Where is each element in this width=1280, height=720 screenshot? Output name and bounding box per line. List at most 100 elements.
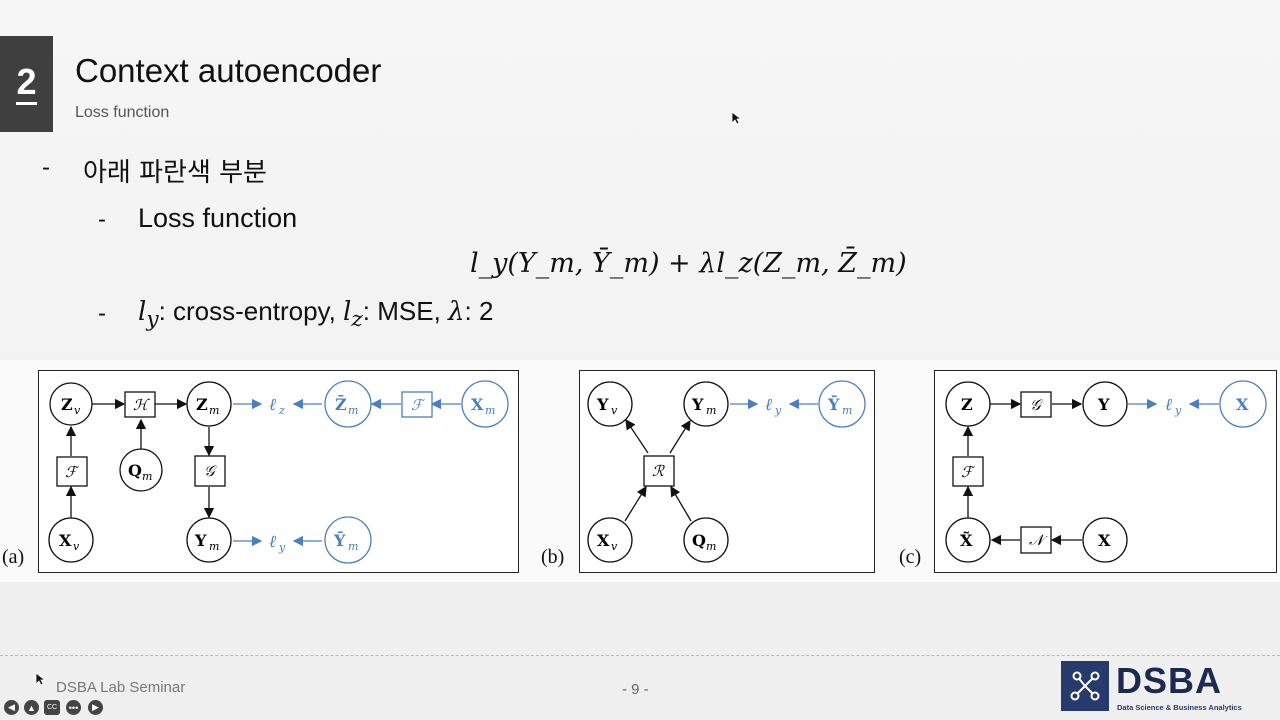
svg-text:X̃: X̃ <box>960 531 973 550</box>
node-n: 𝒩 <box>1020 526 1052 554</box>
svg-text:y: y <box>1174 404 1182 417</box>
node-r: ℛ <box>643 455 675 487</box>
svg-text:Y: Y <box>194 531 207 550</box>
svg-text:y: y <box>774 404 782 417</box>
slide-subtitle: Loss function <box>75 104 170 121</box>
svg-text:X: X <box>59 531 72 550</box>
ly-subscript: y <box>146 307 159 333</box>
pointer-icon[interactable]: ▲ <box>24 700 39 715</box>
svg-text:Y: Y <box>596 395 609 414</box>
bullet-korean: 아래 파란색 부분 <box>83 158 267 188</box>
svg-text:m: m <box>706 404 716 417</box>
node-f: ℱ <box>952 456 984 487</box>
svg-text:m: m <box>142 470 152 483</box>
svg-text:Q: Q <box>128 461 142 480</box>
bullet-dash-2: - <box>98 206 106 233</box>
svg-text:Z: Z <box>961 395 973 414</box>
node-xtilde: X̃ <box>945 517 991 563</box>
label-a: (a) <box>2 546 25 568</box>
bullet-loss-function: Loss function <box>138 203 298 233</box>
svg-text:Ȳ: Ȳ <box>827 394 840 414</box>
captions-icon[interactable]: CC <box>44 700 60 715</box>
svg-text:ℱ: ℱ <box>411 396 426 414</box>
svg-text:Q: Q <box>692 531 706 550</box>
bullet-dash-1: - <box>42 154 50 181</box>
svg-text:X: X <box>1236 395 1249 414</box>
svg-text:m: m <box>209 540 219 553</box>
captions-label: CC <box>46 704 58 711</box>
svg-text:ℱ: ℱ <box>65 463 80 481</box>
slide-title: Context autoencoder <box>75 52 382 89</box>
svg-text:v: v <box>73 540 80 553</box>
dsba-logo-text: DSBA <box>1116 660 1223 701</box>
node-f-top: ℱ <box>401 391 433 418</box>
svg-text:m: m <box>348 540 358 553</box>
svg-text:m: m <box>348 404 358 417</box>
ly-symbol: l <box>138 297 147 327</box>
svg-text:𝒢: 𝒢 <box>204 462 217 480</box>
svg-text:ℋ: ℋ <box>133 396 150 414</box>
svg-text:ℓ: ℓ <box>765 395 772 415</box>
section-number: 2 <box>16 63 37 105</box>
svg-text:m: m <box>485 404 495 417</box>
mouse-cursor-icon-2 <box>35 672 45 686</box>
node-z: Z <box>945 381 991 427</box>
svg-text:v: v <box>611 540 618 553</box>
svg-text:m: m <box>842 404 852 417</box>
label-c: (c) <box>899 546 922 568</box>
svg-text:ℛ: ℛ <box>652 462 665 480</box>
next-icon[interactable]: ▶ <box>88 700 103 715</box>
footer-divider <box>0 655 1280 656</box>
node-x: X <box>1082 517 1128 563</box>
svg-text:m: m <box>209 404 219 417</box>
svg-text:𝒩: 𝒩 <box>1029 531 1048 549</box>
label-b: (b) <box>541 546 565 568</box>
node-h: ℋ <box>124 391 156 418</box>
svg-text:X: X <box>1098 531 1111 550</box>
svg-text:z: z <box>278 404 285 417</box>
svg-text:m: m <box>706 540 716 553</box>
svg-text:Y: Y <box>1097 395 1110 414</box>
loss-parameters: ly: cross-entropy, lz: MSE, λ: 2 <box>138 296 493 332</box>
svg-text:Y: Y <box>691 395 704 414</box>
lz-text: : MSE, <box>362 296 449 326</box>
svg-text:𝒢: 𝒢 <box>1030 396 1043 414</box>
section-number-box: 2 <box>0 36 53 132</box>
more-icon[interactable]: ••• <box>66 700 81 715</box>
svg-text:X: X <box>597 531 610 550</box>
loss-formula: l_y(Y_m, Ȳ_m) + λl_z(Z_m, Z̄_m) <box>470 248 907 279</box>
svg-text:y: y <box>278 541 286 554</box>
svg-text:X: X <box>471 395 484 414</box>
svg-text:v: v <box>74 404 81 417</box>
node-zbar: Z̄m <box>324 380 372 428</box>
node-y: Y <box>1082 381 1128 427</box>
node-x-blue: X <box>1219 380 1267 428</box>
svg-text:v: v <box>611 404 618 417</box>
svg-text:ℓ: ℓ <box>1165 395 1172 415</box>
lambda-text: : 2 <box>464 296 494 326</box>
svg-text:Z: Z <box>196 395 208 414</box>
footer-seminar: DSBA Lab Seminar <box>56 679 186 696</box>
svg-text:Z̄: Z̄ <box>335 394 347 414</box>
prev-icon[interactable]: ◀ <box>4 700 19 715</box>
lz-symbol: l <box>343 297 352 327</box>
